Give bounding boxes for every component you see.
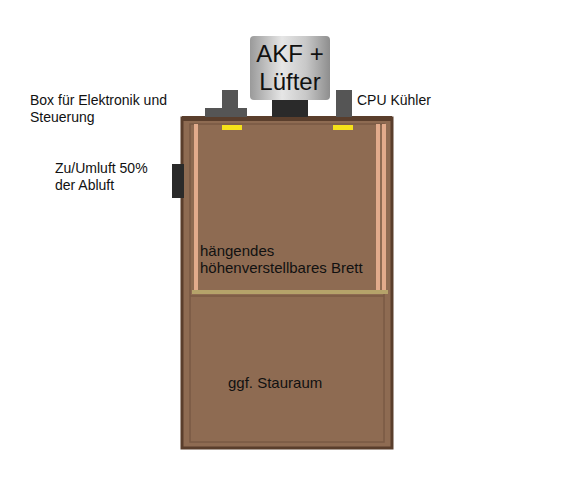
area-label: hängendes höhenverstellbares Brett: [200, 242, 386, 277]
hanging-board: [192, 290, 388, 294]
light: [333, 125, 353, 130]
divider: [190, 295, 384, 297]
cabinet-body: [182, 118, 392, 448]
copper-rod: [382, 124, 386, 292]
fan: [272, 98, 308, 117]
electronics-box: [222, 90, 238, 117]
copper-rod: [194, 124, 198, 292]
area-label: ggf. Stauraum: [228, 374, 378, 391]
cpu-cooler: [336, 90, 352, 117]
copper-rod: [376, 124, 380, 292]
inner-frame: [190, 124, 384, 442]
part-label: CPU Kühler: [357, 92, 477, 109]
filter-fan-unit: AKF + Lüfter: [250, 36, 330, 100]
part-label: Zu/Umluft 50% der Abluft: [55, 160, 169, 194]
part-label: Box für Elektronik und Steuerung: [30, 92, 202, 126]
air-vent: [172, 164, 184, 198]
unit-label: AKF + Lüfter: [250, 40, 330, 95]
cabinet-box: hängendes höhenverstellbares Brett ggf. S…: [182, 118, 392, 448]
light: [222, 125, 242, 130]
